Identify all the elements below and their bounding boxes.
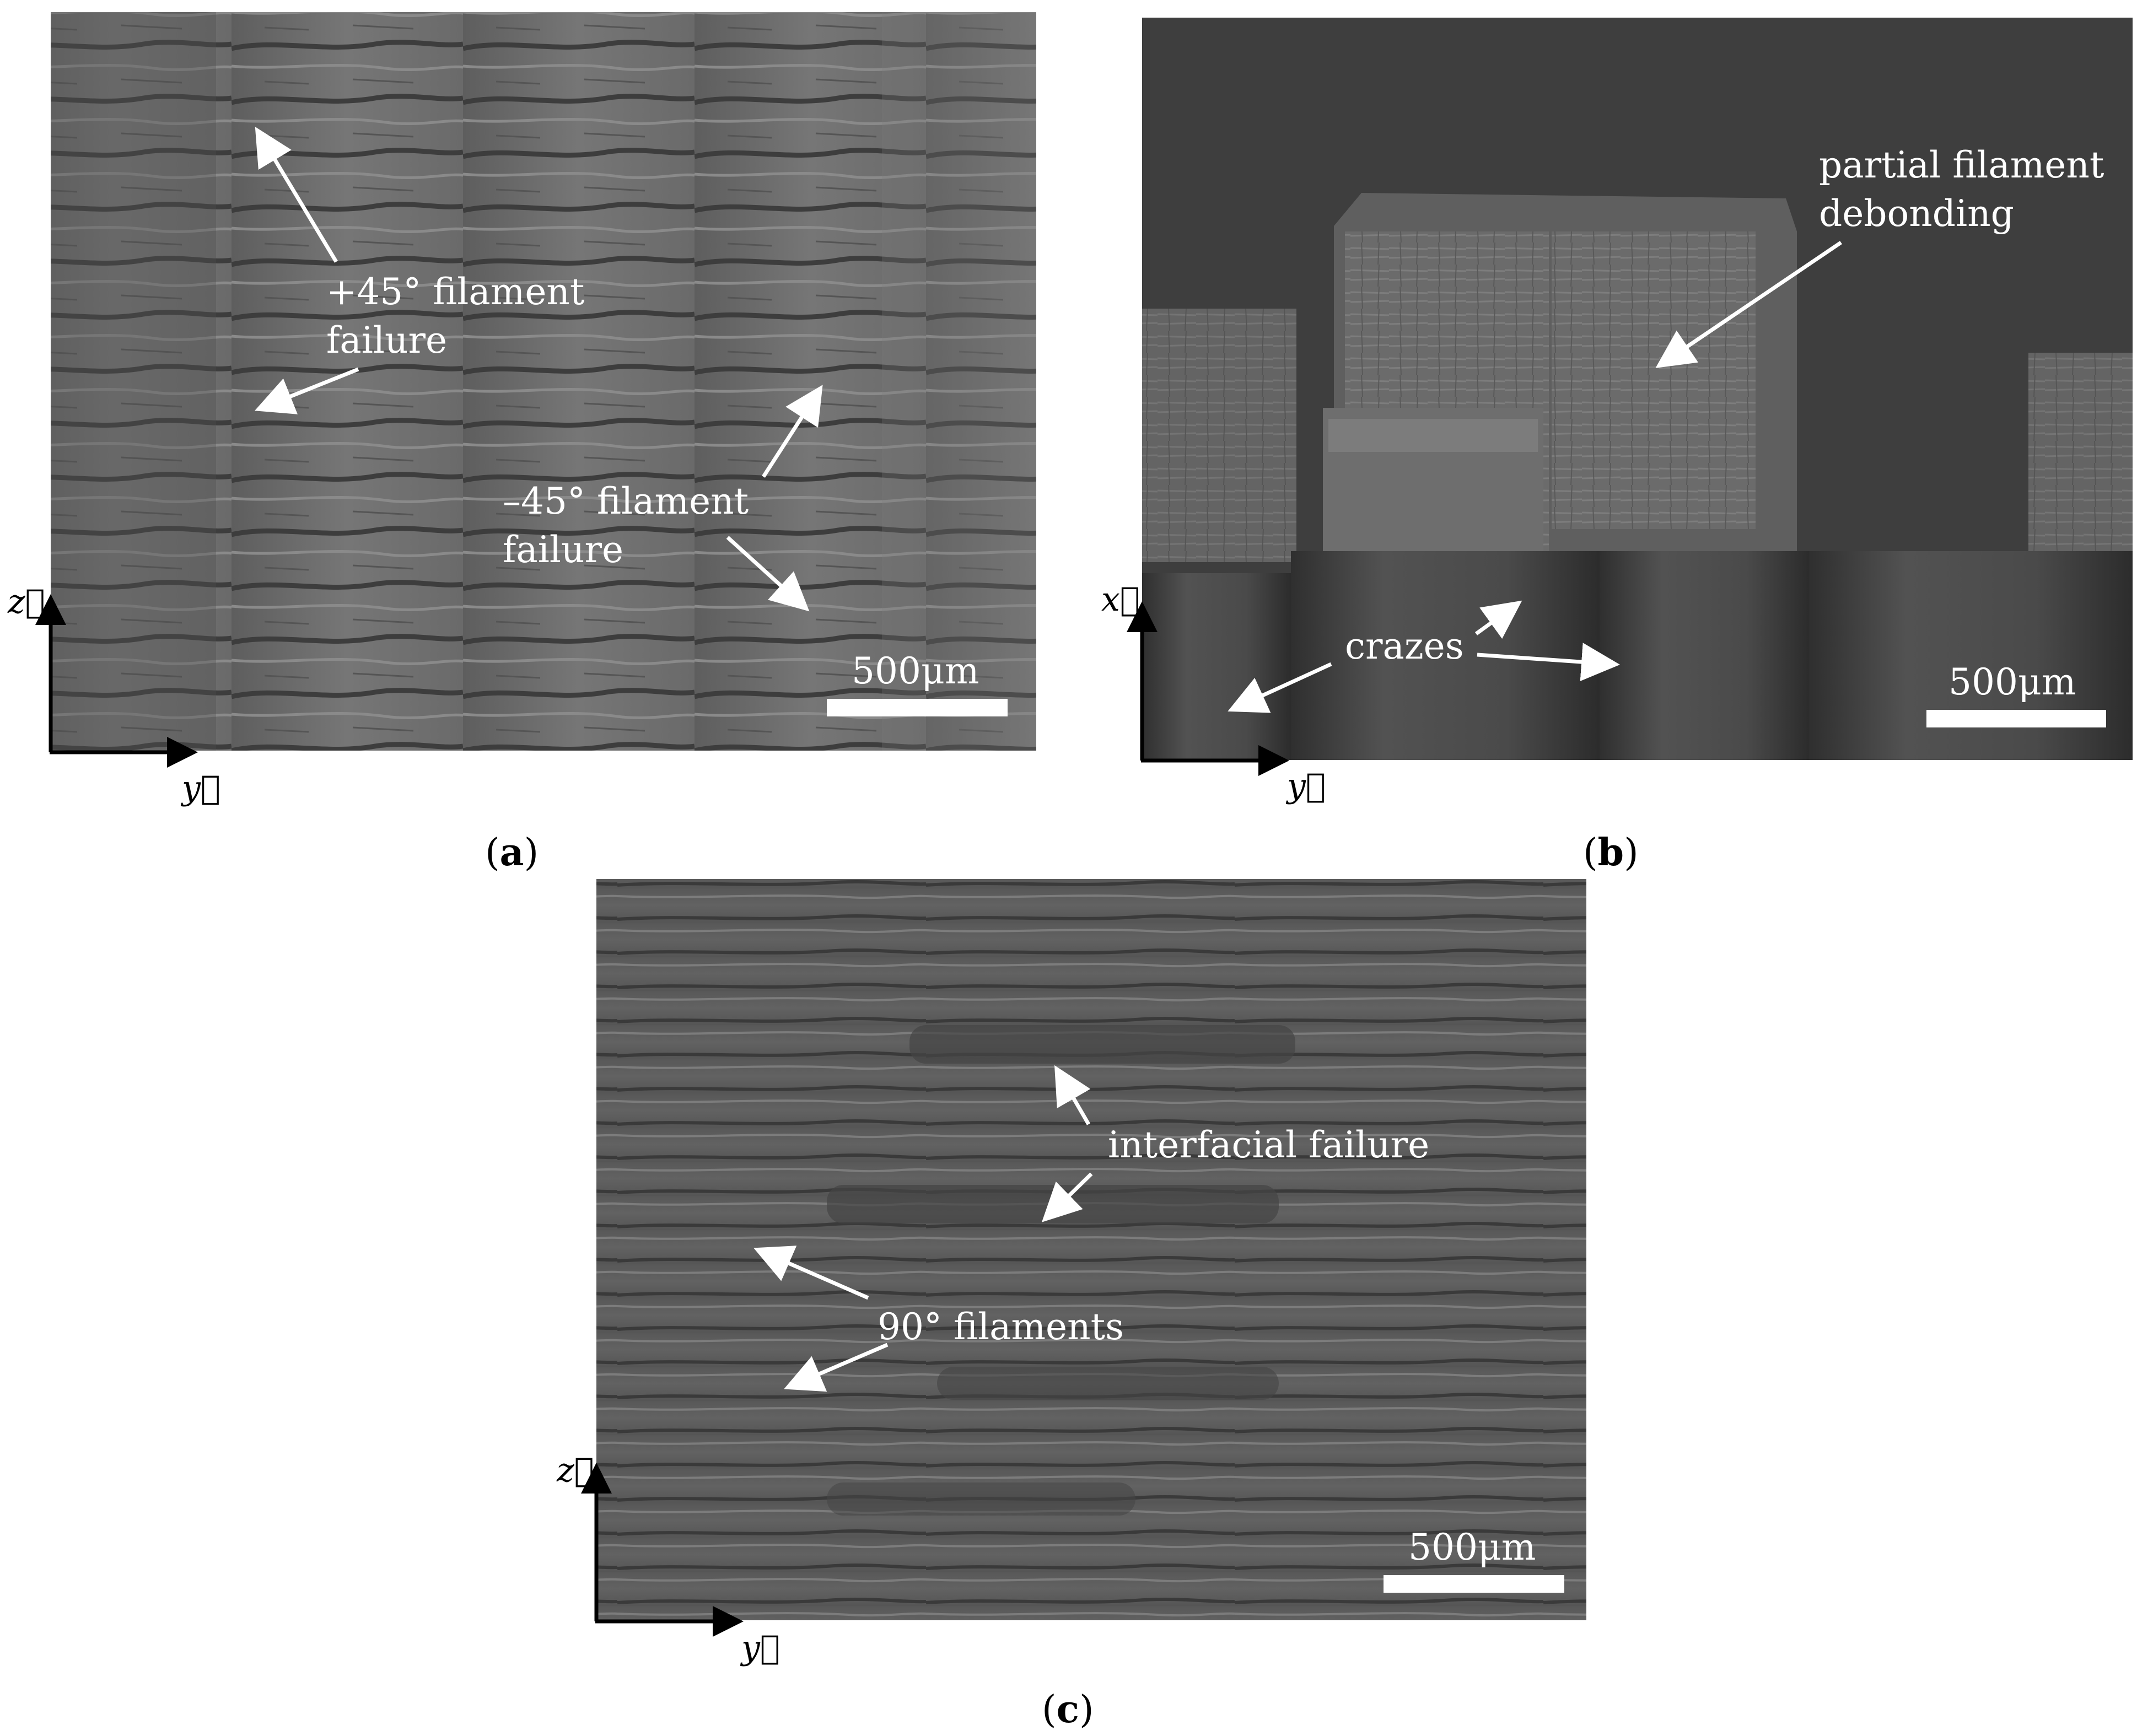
axis-label-z-a: z⃗ xyxy=(7,583,45,621)
axis-label-z-c: z⃗ xyxy=(556,1451,594,1490)
arrow-b1 xyxy=(1655,241,1842,368)
panel-b: partial filament debonding crazes 500μm … xyxy=(1101,18,2133,875)
arrow-a4 xyxy=(726,536,810,612)
caption-a: (a) xyxy=(485,831,539,875)
axis-label-x-b: x⃗ xyxy=(1101,580,1140,619)
annotation-c-interfacial: interfacial failure xyxy=(1108,1124,1429,1166)
panel-c: interfacial failure 90° filaments 500μm … xyxy=(556,879,1586,1732)
arrow-b2 xyxy=(1228,662,1332,713)
scale-bar-label-b: 500μm xyxy=(1948,661,2076,703)
sem-image-a xyxy=(51,12,1036,751)
annotation-b-debonding-l2: debonding xyxy=(1819,192,2014,235)
caption-c: (c) xyxy=(1042,1688,1094,1732)
arrow-c1 xyxy=(1054,1065,1091,1125)
annotation-a-plus45-l2: failure xyxy=(326,319,447,362)
arrow-b3 xyxy=(1474,600,1522,639)
annotation-a-minus45-l1: –45° filament xyxy=(503,480,749,522)
arrow-a3 xyxy=(762,385,823,478)
arrow-a1 xyxy=(255,126,338,263)
arrow-c4 xyxy=(784,1343,889,1392)
scale-bar-a xyxy=(827,699,1008,716)
annotation-b-crazes: crazes xyxy=(1345,625,1464,667)
arrow-c2 xyxy=(1041,1172,1093,1222)
axis-label-y-a: y⃗ xyxy=(180,769,220,807)
scale-bar-b xyxy=(1926,710,2106,727)
panel-a: +45° filament failure –45° filament fail… xyxy=(7,12,1036,875)
axis-label-y-b: y⃗ xyxy=(1285,767,1326,805)
annotation-c-90deg: 90° filaments xyxy=(878,1306,1124,1348)
arrow-a2 xyxy=(255,367,359,414)
annotation-a-plus45-l1: +45° filament xyxy=(326,271,584,313)
scale-bar-c xyxy=(1384,1575,1564,1593)
arrow-c3 xyxy=(753,1246,869,1300)
caption-b: (b) xyxy=(1583,831,1639,875)
annotation-a-minus45-l2: failure xyxy=(503,529,623,571)
annotation-b-debonding-l1: partial filament xyxy=(1819,144,2104,186)
axis-label-y-c: y⃗ xyxy=(740,1629,780,1667)
arrow-b4 xyxy=(1477,643,1620,682)
scale-bar-label-a: 500μm xyxy=(852,650,979,692)
scale-bar-label-c: 500μm xyxy=(1408,1526,1536,1568)
